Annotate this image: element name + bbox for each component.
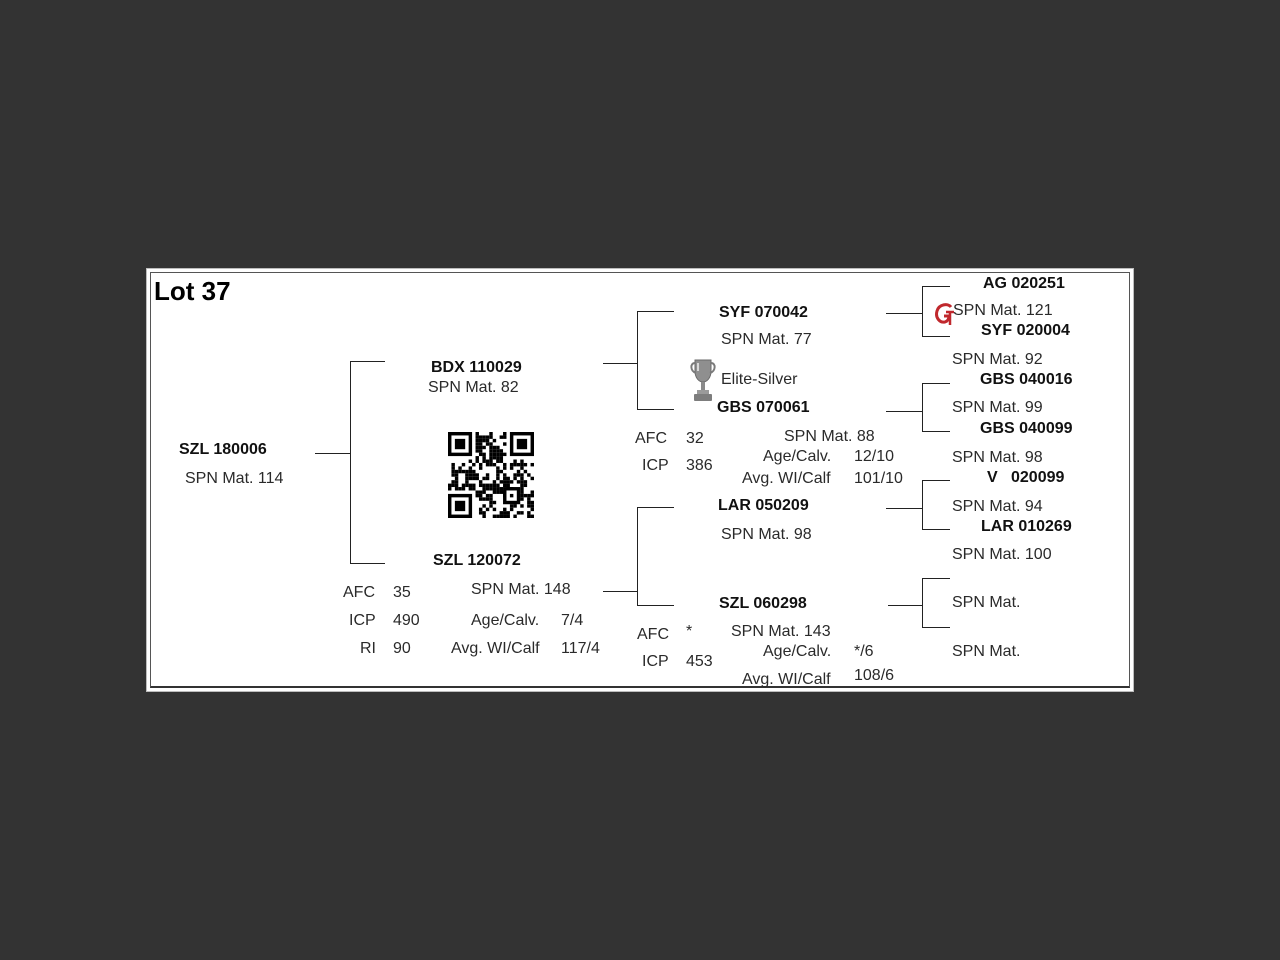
ggp-1-id: AG 020251 xyxy=(983,275,1065,292)
connector xyxy=(637,507,674,508)
dam-dam-avgwi-value: 108/6 xyxy=(854,667,895,684)
ggp-1-spn: SPN Mat. 121 xyxy=(953,302,1053,319)
ggp-8-spn: SPN Mat. xyxy=(952,643,1021,660)
sire-dam-spn: SPN Mat. 88 xyxy=(784,428,875,445)
subject-spn: SPN Mat. 114 xyxy=(185,470,284,487)
pedigree-card: Lot 37 SZL 180006 SPN Mat. 114 BDX 11002… xyxy=(146,268,1134,692)
connector xyxy=(886,508,922,509)
pedigree-frame: Lot 37 SZL 180006 SPN Mat. 114 BDX 11002… xyxy=(150,272,1130,688)
connector xyxy=(922,431,950,432)
dam-afc-value: 35 xyxy=(393,584,411,601)
sire-dam-icp-label: ICP xyxy=(642,457,669,474)
dam-icp-value: 490 xyxy=(393,612,420,629)
sire-dam-afc-value: 32 xyxy=(686,430,704,447)
dam-spn: SPN Mat. 148 xyxy=(471,581,571,598)
connector xyxy=(637,605,674,606)
dam-avgwi-value: 117/4 xyxy=(561,640,600,657)
connector xyxy=(922,383,950,384)
dam-icp-label: ICP xyxy=(349,612,376,629)
sire-dam-avgwi-label: Avg. WI/Calf xyxy=(742,470,831,487)
connector xyxy=(922,286,950,287)
dam-dam-afc-label: AFC xyxy=(637,626,669,643)
dam-id: SZL 120072 xyxy=(433,552,521,569)
dam-dam-avgwi-label: Avg. WI/Calf xyxy=(742,671,831,688)
connector xyxy=(922,578,950,579)
dam-avgwi-label: Avg. WI/Calf xyxy=(451,640,540,657)
ggp-3-spn: SPN Mat. 99 xyxy=(952,399,1043,416)
connector xyxy=(922,529,950,530)
connector xyxy=(886,313,922,314)
connector xyxy=(922,480,923,529)
connector xyxy=(350,563,385,564)
dam-dam-id: SZL 060298 xyxy=(719,595,807,612)
trophy-icon xyxy=(690,359,716,401)
sire-dam-agecalv-label: Age/Calv. xyxy=(763,448,832,465)
ggp-6-spn: SPN Mat. 100 xyxy=(952,546,1052,563)
dam-dam-icp-value: 453 xyxy=(686,653,713,670)
connector xyxy=(922,627,950,628)
ggp-4-spn: SPN Mat. 98 xyxy=(952,449,1043,466)
connector xyxy=(888,605,922,606)
dam-ri-value: 90 xyxy=(393,640,411,657)
connector xyxy=(350,361,385,362)
dam-dam-afc-value: * xyxy=(686,623,693,640)
subject-id: SZL 180006 xyxy=(179,441,267,458)
connector xyxy=(922,578,923,627)
sire-dam-award: Elite-Silver xyxy=(721,371,798,388)
dam-sire-id: LAR 050209 xyxy=(718,497,809,514)
connector xyxy=(315,453,350,454)
sire-dam-agecalv-value: 12/10 xyxy=(854,448,895,465)
dam-dam-agecalv-value: */6 xyxy=(854,643,874,660)
connector xyxy=(637,311,674,312)
sire-sire-spn: SPN Mat. 77 xyxy=(721,331,812,348)
connector xyxy=(637,409,674,410)
dam-dam-spn: SPN Mat. 143 xyxy=(731,623,831,640)
sire-dam-icp-value: 386 xyxy=(686,457,713,474)
dam-sire-spn: SPN Mat. 98 xyxy=(721,526,812,543)
breed-logo-icon xyxy=(935,303,954,325)
sire-dam-id: GBS 070061 xyxy=(717,399,810,416)
ggp-5-spn: SPN Mat. 94 xyxy=(952,498,1043,515)
dam-dam-icp-label: ICP xyxy=(642,653,669,670)
connector xyxy=(922,480,950,481)
dam-agecalv-label: Age/Calv. xyxy=(471,612,540,629)
dam-dam-agecalv-label: Age/Calv. xyxy=(763,643,832,660)
connector xyxy=(637,311,638,409)
connector xyxy=(886,411,922,412)
dam-ri-label: RI xyxy=(360,640,376,657)
qr-code-icon[interactable] xyxy=(448,432,534,518)
ggp-6-id: LAR 010269 xyxy=(981,518,1072,535)
ggp-3-id: GBS 040016 xyxy=(980,371,1073,388)
sire-dam-avgwi-value: 101/10 xyxy=(854,470,903,487)
dam-agecalv-value: 7/4 xyxy=(561,612,584,629)
ggp-7-spn: SPN Mat. xyxy=(952,594,1021,611)
connector xyxy=(603,591,637,592)
sire-sire-id: SYF 070042 xyxy=(719,304,808,321)
ggp-4-id: GBS 040099 xyxy=(980,420,1073,437)
connector xyxy=(350,361,351,563)
lot-title: Lot 37 xyxy=(154,276,231,306)
sire-spn: SPN Mat. 82 xyxy=(428,379,519,396)
ggp-5-id: V 020099 xyxy=(987,469,1065,486)
ggp-2-spn: SPN Mat. 92 xyxy=(952,351,1043,368)
dam-afc-label: AFC xyxy=(343,584,375,601)
connector xyxy=(603,363,637,364)
connector xyxy=(922,286,923,336)
connector xyxy=(637,507,638,605)
ggp-2-id: SYF 020004 xyxy=(981,322,1070,339)
connector xyxy=(922,383,923,431)
connector xyxy=(922,336,950,337)
sire-dam-afc-label: AFC xyxy=(635,430,667,447)
sire-id: BDX 110029 xyxy=(431,359,522,376)
